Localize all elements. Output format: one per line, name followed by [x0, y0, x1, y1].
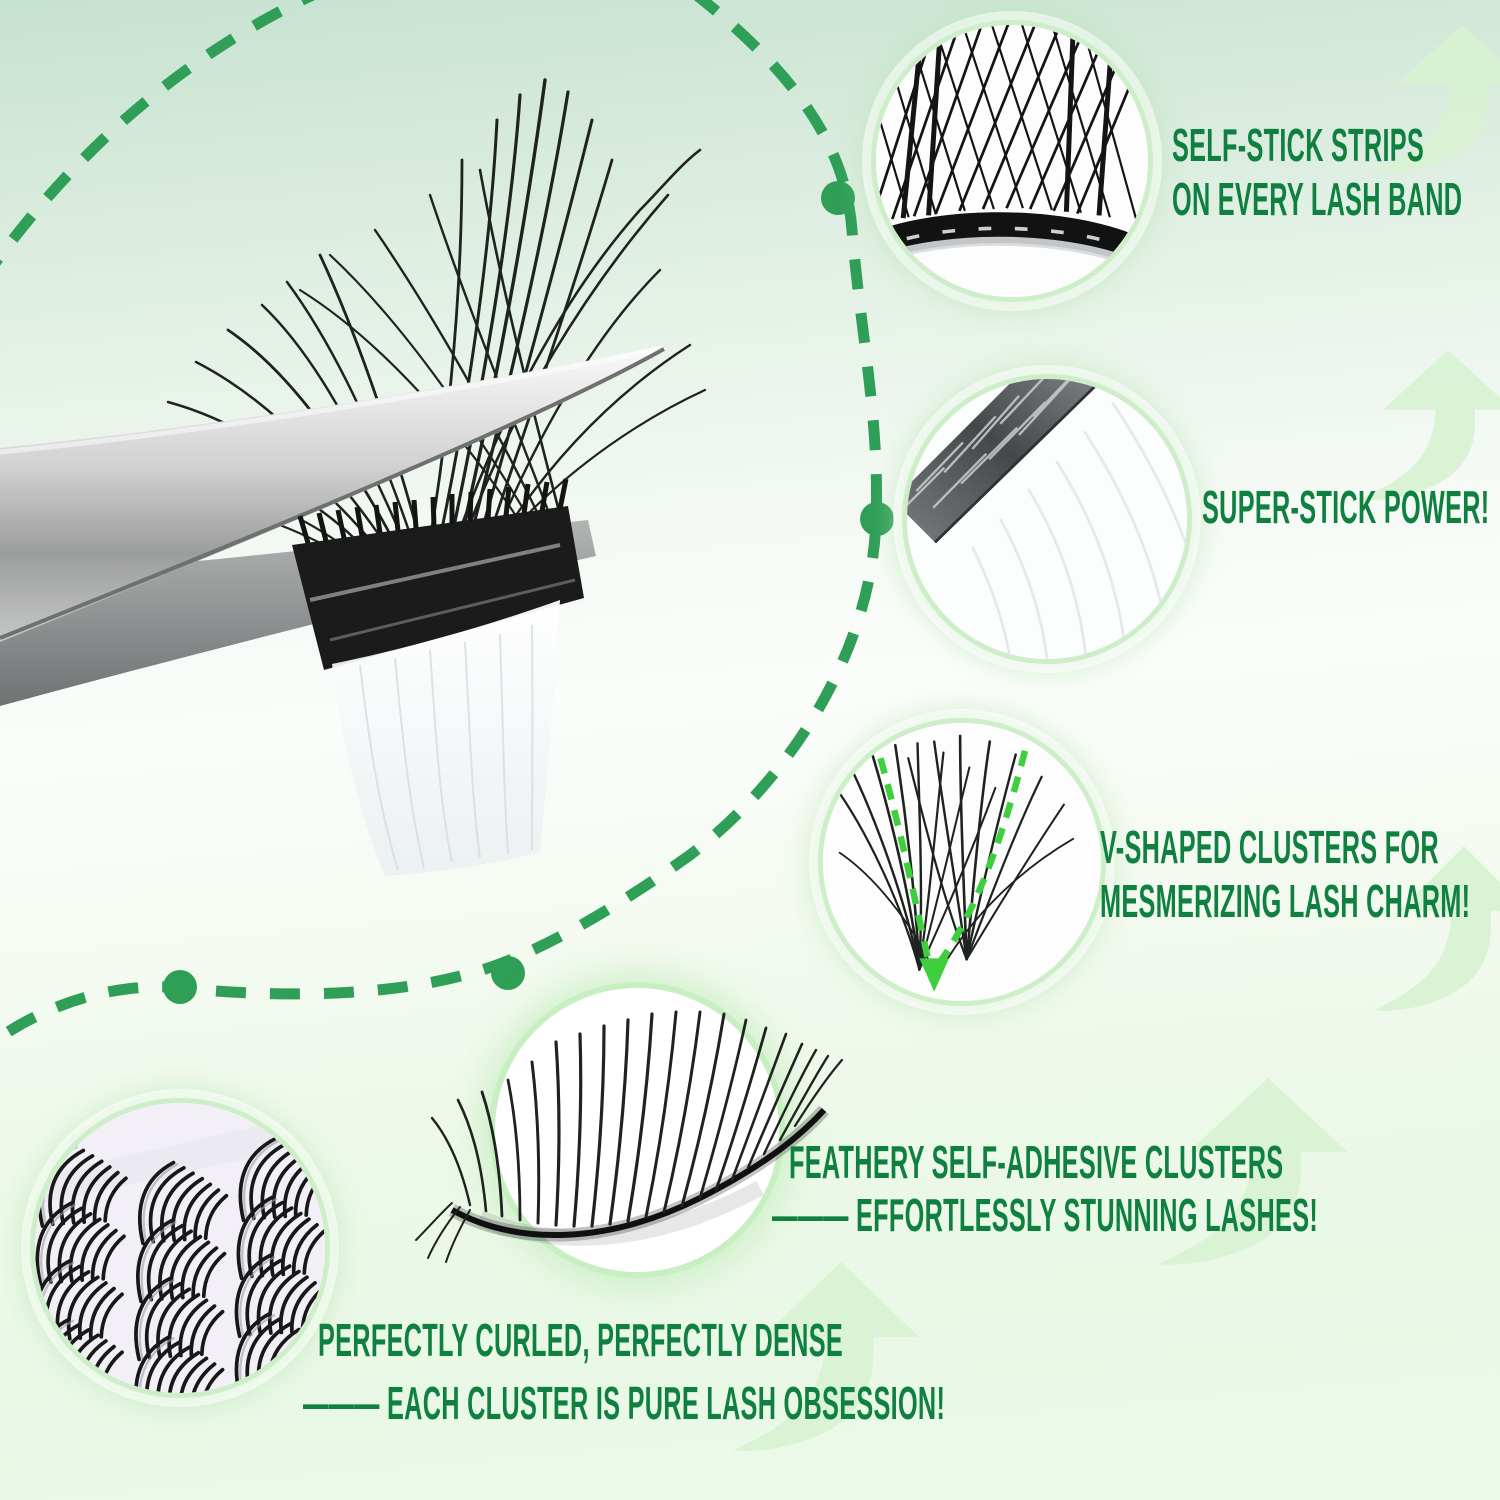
adhesive-macro-photo	[907, 379, 1187, 659]
callout-self-stick-line-2: ON EVERY LASH BAND	[1172, 173, 1463, 225]
lash-tray-macro-photo	[35, 1103, 325, 1393]
orbit-dot	[821, 181, 855, 215]
adhesive-strip	[332, 600, 560, 876]
v-shape-highlight	[877, 749, 1029, 992]
callout-v-shaped-line-2: MESMERIZING LASH CHARM!	[1100, 875, 1471, 927]
macro-circle-v-clusters	[818, 718, 1106, 1006]
callout-curled-line-2: ——— EACH CLUSTER IS PURE LASH OBSESSION!	[303, 1377, 946, 1429]
callout-feathery-line-1: FEATHERY SELF-ADHESIVE CLUSTERS	[789, 1136, 1284, 1188]
orbit-dot	[491, 956, 525, 990]
dashed-orbit-arc	[0, 0, 882, 1044]
callout-feathery-line-2: ——— EFFORTLESSLY STUNNING LASHES!	[772, 1189, 1319, 1241]
lash-band-macro-photo	[876, 25, 1148, 297]
macro-circle-lash-tray	[30, 1098, 330, 1398]
callout-self-stick-line-1: SELF-STICK STRIPS	[1172, 119, 1425, 171]
up-arrow-icon	[1358, 350, 1500, 501]
callout-v-shaped-line-1: V-SHAPED CLUSTERS FOR	[1100, 821, 1439, 873]
v-cluster-macro-photo	[823, 723, 1101, 1001]
lash-fan	[138, 78, 707, 562]
callout-super-stick-line-1: SUPER-STICK POWER!	[1202, 481, 1490, 533]
orbit-dot	[163, 970, 197, 1004]
tweezers-lash-cluster-photo	[0, 78, 707, 876]
feather-lash-circle	[489, 982, 785, 1278]
macro-circle-adhesive	[902, 374, 1192, 664]
orbit-dot	[860, 502, 894, 536]
callout-curled-line-1: PERFECTLY CURLED, PERFECTLY DENSE	[318, 1314, 844, 1366]
macro-circle-lash-band	[871, 20, 1153, 302]
dashed-orbit-arc	[0, 0, 316, 266]
lash-band	[292, 478, 584, 670]
tweezers	[0, 346, 667, 706]
